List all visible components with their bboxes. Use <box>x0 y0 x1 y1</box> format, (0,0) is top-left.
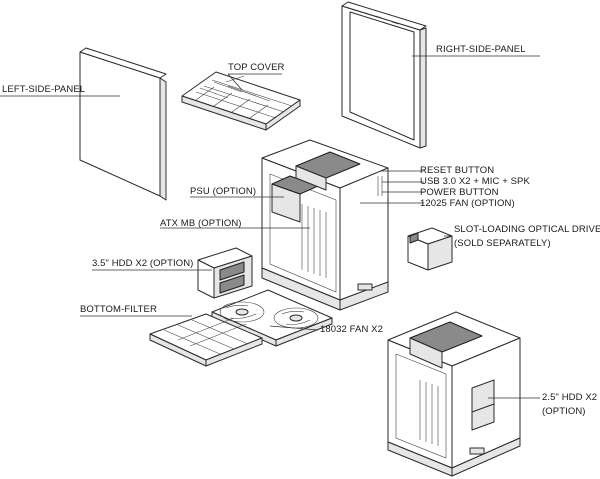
label-atx-mb: ATX MB (OPTION) <box>160 218 242 229</box>
label-hdd-25-line1: 2.5" HDD X2 <box>542 392 598 403</box>
label-top-cover: TOP COVER <box>228 62 285 73</box>
label-optical-drive-line2: (SOLD SEPARATELY) <box>454 238 551 249</box>
bottom-filter-drawing <box>149 313 263 367</box>
label-left-side-panel: LEFT-SIDE-PANEL <box>2 84 86 95</box>
assembled-case-drawing <box>387 311 521 477</box>
label-fan-12025: 12025 FAN (OPTION) <box>420 198 515 209</box>
label-right-side-panel: RIGHT-SIDE-PANEL <box>436 44 526 55</box>
label-reset-button: RESET BUTTON <box>420 165 495 176</box>
label-optical-drive-line1: SLOT-LOADING OPTICAL DRIVE <box>454 224 600 235</box>
label-hdd-25-line2: (OPTION) <box>542 406 586 417</box>
left-side-panel-drawing <box>79 47 167 201</box>
label-usb-mic-spk: USB 3.0 X2 + MIC + SPK <box>420 176 530 187</box>
hdd-35-cage-drawing <box>197 247 253 299</box>
top-cover-drawing <box>181 71 301 131</box>
label-power-button: POWER BUTTON <box>420 187 499 198</box>
label-bottom-filter: BOTTOM-FILTER <box>80 304 157 315</box>
label-fan-18032: 18032 FAN X2 <box>320 324 383 335</box>
right-side-panel-drawing <box>341 1 427 149</box>
label-psu: PSU (OPTION) <box>190 186 257 197</box>
label-hdd-35: 3.5" HDD X2 (OPTION) <box>92 258 194 269</box>
leader-lines <box>0 55 540 399</box>
optical-drive-drawing <box>407 227 453 271</box>
main-chassis-drawing <box>261 139 389 311</box>
